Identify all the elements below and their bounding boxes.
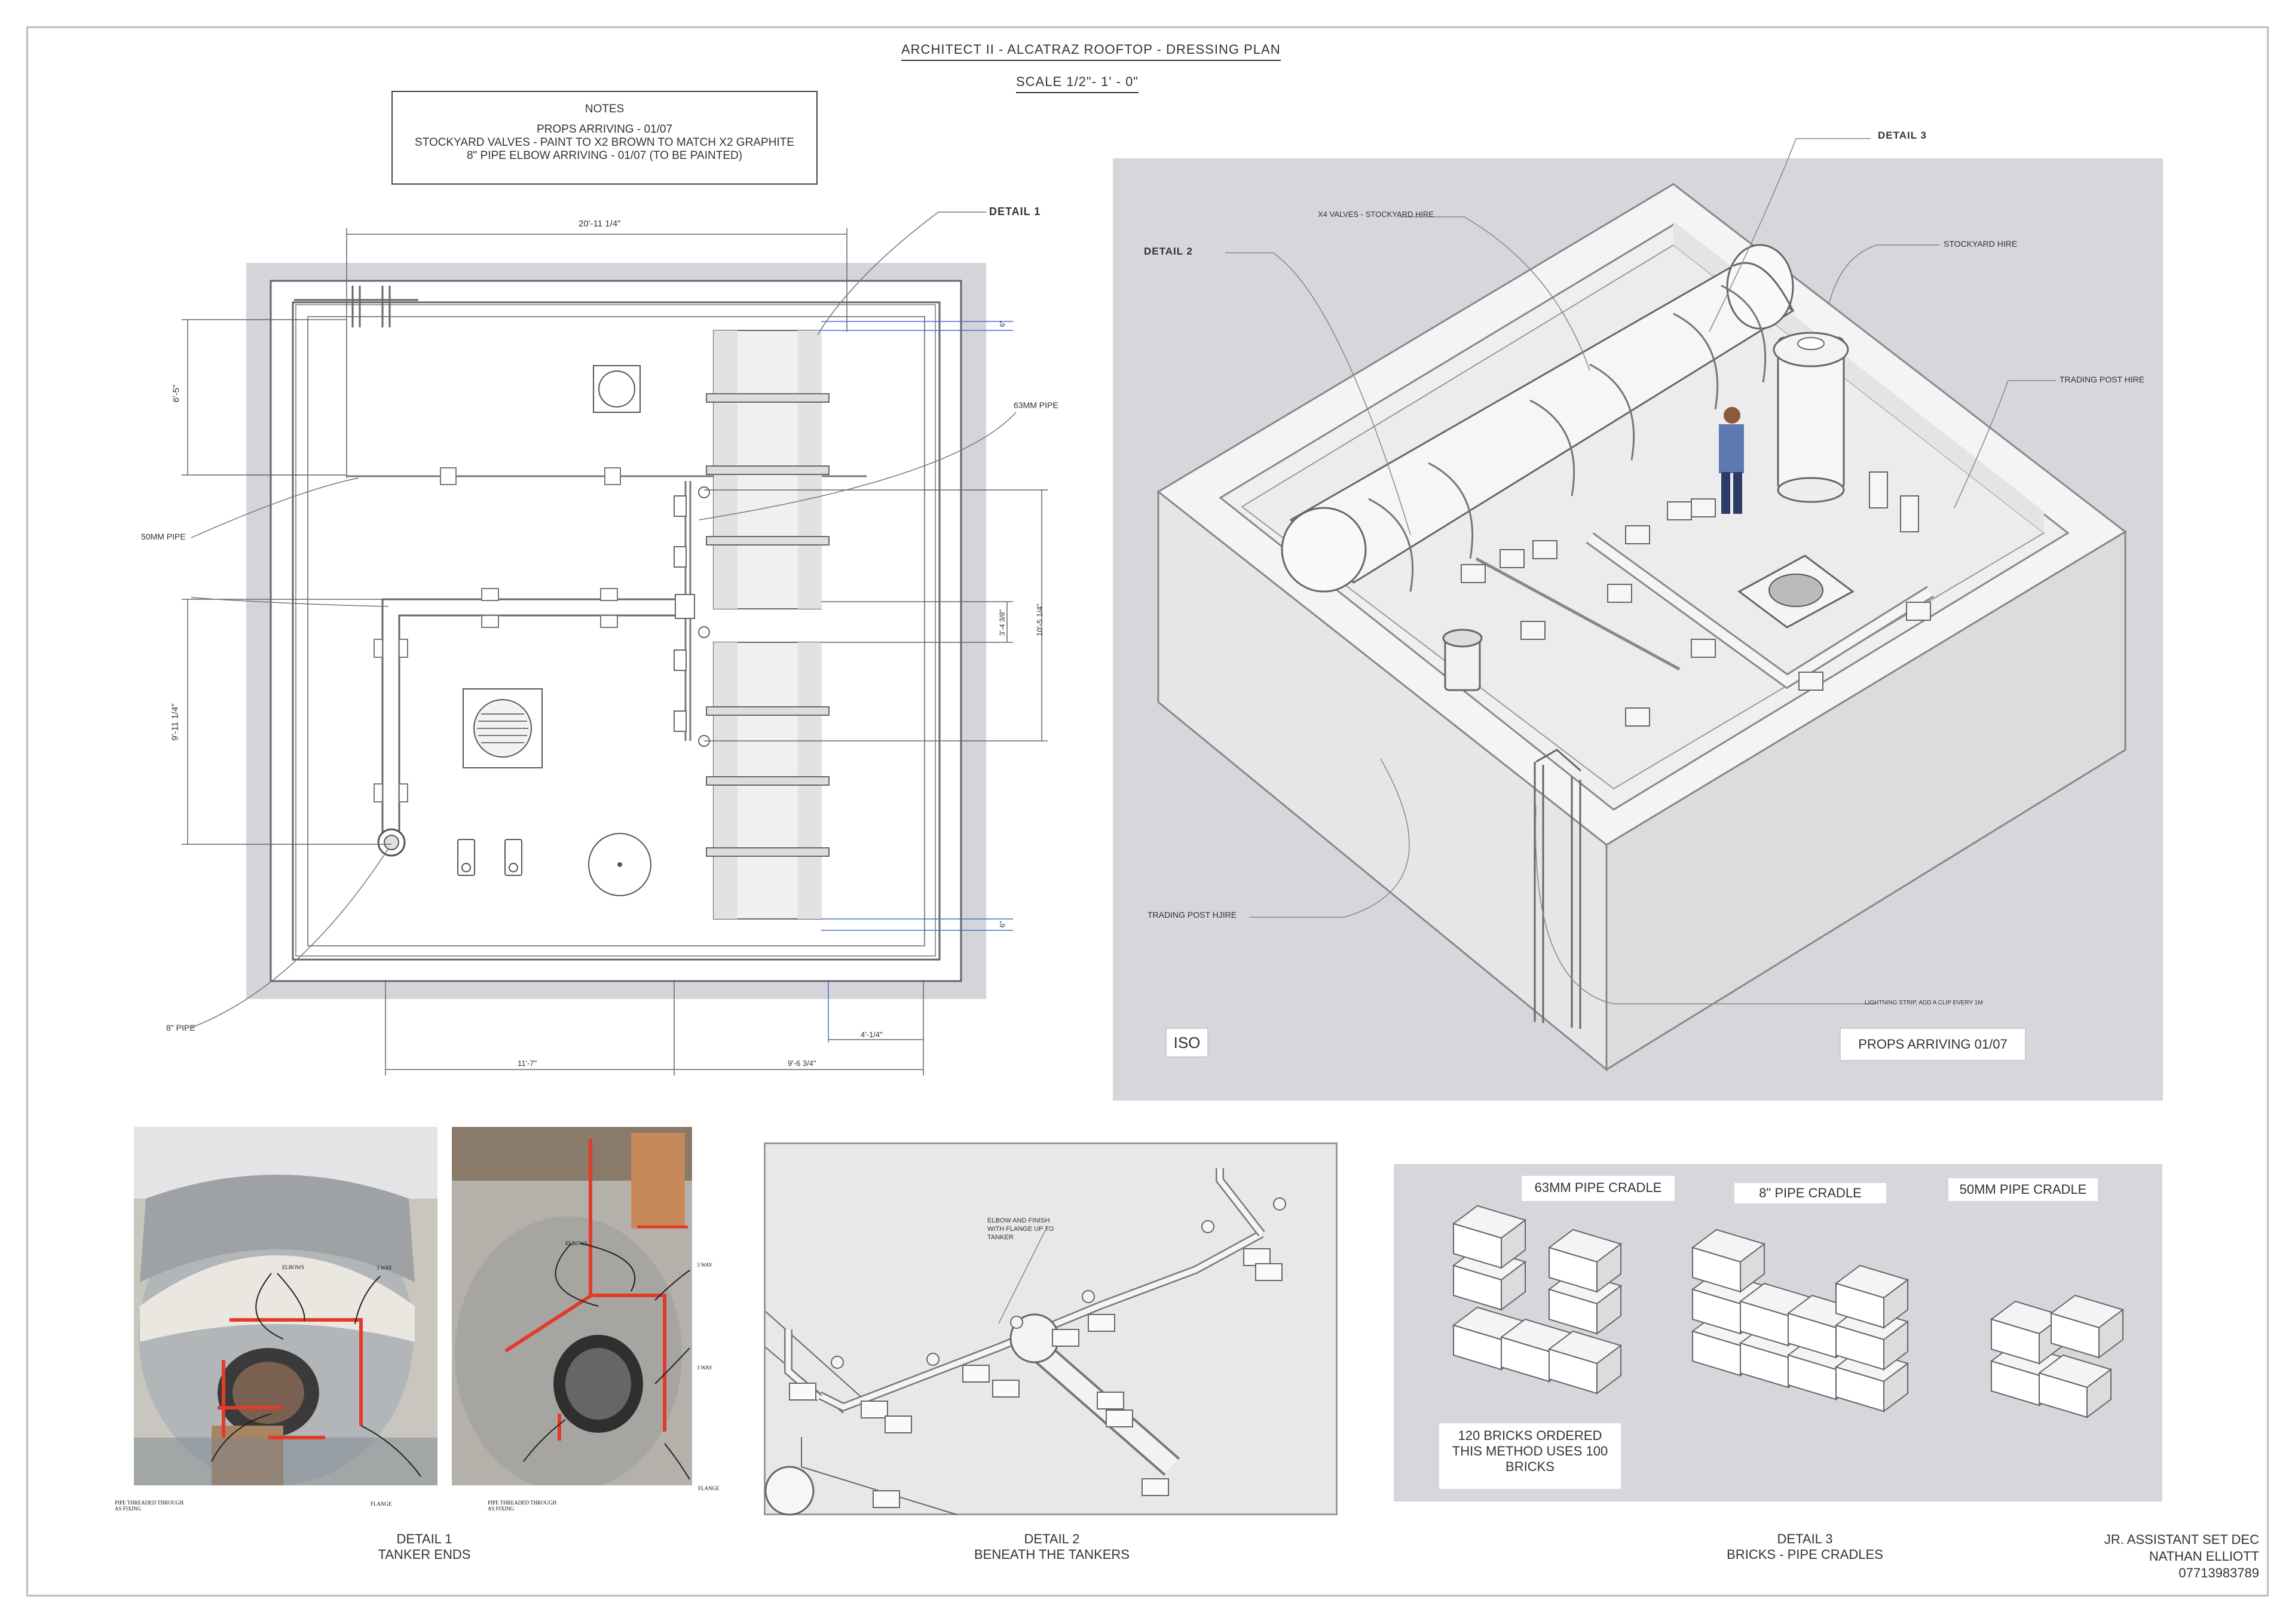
photo1-pipe-label: PIPE THREADED THROUGH AS FIXING [115, 1500, 184, 1512]
caption-detail-3-sub: BRICKS - PIPE CRADLES [1727, 1547, 1883, 1562]
callout-50mm-pipe: 50MM PIPE [141, 532, 186, 541]
notes-line: PROPS ARRIVING - 01/07 [536, 123, 673, 136]
notes-line: 8" PIPE ELBOW ARRIVING - 01/07 (TO BE PA… [466, 149, 743, 162]
photo2-pipe-label: PIPE THREADED THROUGH AS FIXING [488, 1500, 557, 1512]
credit-block: JR. ASSISTANT SET DEC NATHAN ELLIOTT 077… [2104, 1531, 2259, 1582]
photo2-elbows-label: ELBOWS [565, 1240, 587, 1246]
notes-box: NOTES PROPS ARRIVING - 01/07 STOCKYARD V… [391, 91, 818, 185]
credit-role: JR. ASSISTANT SET DEC [2104, 1532, 2259, 1547]
notes-line: STOCKYARD VALVES - PAINT TO X2 BROWN TO … [415, 136, 794, 149]
iso-callout-trading-post-bottom: TRADING POST HJIRE [1148, 910, 1237, 920]
credit-phone: 07713983789 [2178, 1565, 2259, 1580]
iso-callout-valves: X4 VALVES - STOCKYARD HIRE [1318, 210, 1434, 219]
detail2-panel [764, 1142, 1338, 1516]
caption-detail-2-title: DETAIL 2 [1024, 1531, 1080, 1546]
caption-detail-3: DETAIL 3 BRICKS - PIPE CRADLES [1691, 1531, 1918, 1562]
iso-props-arriving: PROPS ARRIVING 01/07 [1840, 1028, 2026, 1061]
cradle-50mm-label: 50MM PIPE CRADLE [1948, 1178, 2098, 1201]
photo1-elbows-label: ELBOWS [282, 1264, 304, 1270]
cradle-8in-label: 8" PIPE CRADLE [1734, 1183, 1886, 1203]
cradle-63mm-label: 63MM PIPE CRADLE [1522, 1176, 1675, 1201]
callout-detail-1: DETAIL 1 [989, 206, 1041, 217]
credit-name: NATHAN ELLIOTT [2149, 1549, 2259, 1564]
iso-callout-stockyard: STOCKYARD HIRE [1944, 239, 2018, 249]
detail2-note: ELBOW AND FINISH WITH FLANGE UP TO TANKE… [987, 1217, 1054, 1241]
iso-callout-trading-post: TRADING POST HIRE [2060, 375, 2145, 384]
caption-detail-3-title: DETAIL 3 [1777, 1531, 1833, 1546]
iso-callout-lightning: LIGHTNING STRIP, ADD A CLIP EVERY 1M [1865, 1000, 1983, 1006]
dim-bottom-right: 9'-6 3/4" [788, 1059, 816, 1068]
photo2-3way-a-label: 3 WAY [697, 1262, 713, 1268]
tanker-photo-1 [134, 1127, 437, 1485]
iso-callout-detail-2: DETAIL 2 [1144, 246, 1193, 257]
photo2-3way-b-label: 3 WAY [697, 1365, 713, 1371]
iso-callout-detail-3: DETAIL 3 [1878, 130, 1927, 141]
bricks-order-line: THIS METHOD USES 100 [1452, 1444, 1608, 1458]
bricks-order-line: 120 BRICKS ORDERED [1458, 1428, 1602, 1443]
tanker-photo-2 [452, 1127, 692, 1485]
photo2-flange-label: FLANGE [698, 1485, 720, 1491]
caption-detail-2-sub: BENEATH THE TANKERS [974, 1547, 1130, 1562]
iso-label: ISO [1165, 1028, 1208, 1058]
callout-8in-pipe: 8" PIPE [166, 1023, 195, 1032]
caption-detail-2: DETAIL 2 BENEATH THE TANKERS [938, 1531, 1165, 1562]
bricks-order-note: 120 BRICKS ORDERED THIS METHOD USES 100 … [1439, 1423, 1621, 1489]
sheet-title: ARCHITECT II - ALCATRAZ ROOFTOP - DRESSI… [901, 42, 1281, 61]
caption-detail-1-sub: TANKER ENDS [378, 1547, 471, 1562]
caption-detail-1: DETAIL 1 TANKER ENDS [317, 1531, 532, 1562]
caption-detail-1-title: DETAIL 1 [396, 1531, 452, 1546]
dim-bottom-small: 4'-1/4" [861, 1030, 883, 1039]
dim-bottom-left: 11'-7" [518, 1059, 537, 1068]
notes-heading: NOTES [585, 103, 625, 115]
dim-top: 20'-11 1/4" [579, 219, 621, 229]
callout-63mm-pipe: 63MM PIPE [1014, 400, 1058, 410]
sheet-border [26, 26, 2269, 1597]
photo1-flange-label: FLANGE [371, 1501, 392, 1507]
bricks-order-line: BRICKS [1505, 1459, 1555, 1474]
sheet-scale: SCALE 1/2"- 1' - 0" [1016, 74, 1139, 93]
photo1-3way-label: 3 WAY [377, 1265, 393, 1271]
